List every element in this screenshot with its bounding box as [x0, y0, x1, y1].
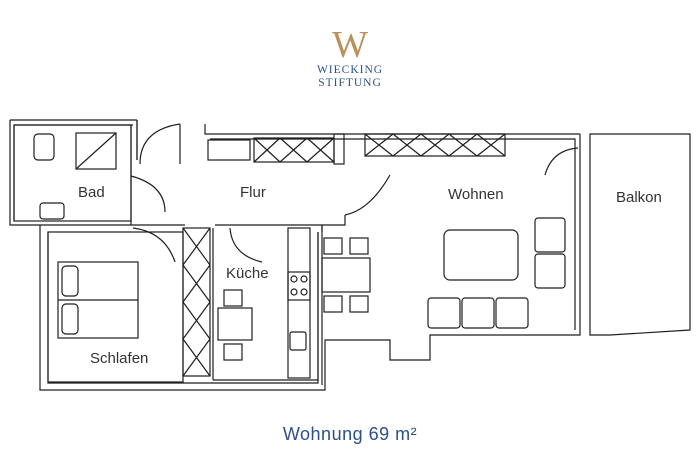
- wohnen-cabinet: [364, 133, 506, 157]
- shower: [75, 132, 117, 170]
- balkon-outline: [589, 133, 691, 336]
- shower-diagonal: [75, 132, 117, 170]
- flur-shelf: [207, 139, 251, 161]
- room-label-wohnen: Wohnen: [448, 186, 504, 203]
- stove-burner: [290, 275, 298, 283]
- flur-column: [333, 133, 345, 165]
- armchair-seat: [534, 217, 566, 253]
- room-label-bad: Bad: [78, 184, 105, 201]
- dining-chair: [323, 237, 343, 255]
- armchair-seat: [534, 253, 566, 289]
- flur-wohnen-door: [344, 174, 391, 216]
- kueche-chair: [223, 343, 243, 361]
- apartment-caption: Wohnung 69 m²: [282, 424, 418, 444]
- dining-chair: [349, 295, 369, 313]
- outer-wall-inner: [13, 124, 576, 385]
- pillow-top: [61, 265, 79, 297]
- stove: [287, 271, 311, 301]
- stove-burner: [300, 288, 308, 296]
- stove-burner: [290, 288, 298, 296]
- coffee-table: [443, 229, 519, 281]
- dining-chair: [323, 295, 343, 313]
- schlafen-wardrobe: [182, 227, 211, 377]
- logo-mark: W: [332, 24, 368, 66]
- sofa-seat: [427, 297, 461, 329]
- logo-text: WIECKING STIFTUNG: [316, 64, 384, 89]
- kueche-walls: [212, 228, 319, 381]
- pillow-bottom: [61, 303, 79, 335]
- kueche-counter: [287, 227, 311, 379]
- room-label-balkon: Balkon: [616, 189, 662, 206]
- sofa-seat: [461, 297, 495, 329]
- wiecking-stiftung-logo: W WIECKING STIFTUNG: [300, 26, 400, 90]
- room-label-kueche: Küche: [226, 265, 269, 282]
- flur-entry-door: [136, 120, 181, 165]
- room-label-flur: Flur: [240, 184, 266, 201]
- kueche-table: [217, 307, 253, 341]
- dining-chair: [349, 237, 369, 255]
- bad-room: [13, 124, 132, 222]
- stove-burner: [300, 275, 308, 283]
- dining-table: [321, 257, 371, 293]
- toilet: [33, 133, 55, 161]
- flur-cabinet-cross: [253, 137, 335, 163]
- flur-bottom-door-left: [132, 227, 176, 263]
- balkon-door: [544, 147, 579, 176]
- room-label-schlafen: Schlafen: [90, 350, 149, 367]
- wardrobe-cross: [182, 227, 211, 377]
- kueche-chair: [223, 289, 243, 307]
- interior-wall-flur: [40, 215, 346, 232]
- flur-bottom-door-right: [229, 227, 263, 263]
- kitchen-sink: [289, 331, 307, 351]
- bad-door-swing: [130, 175, 166, 213]
- sofa-seat: [495, 297, 529, 329]
- sink: [39, 202, 65, 220]
- wohnen-cabinet-cross: [364, 133, 506, 157]
